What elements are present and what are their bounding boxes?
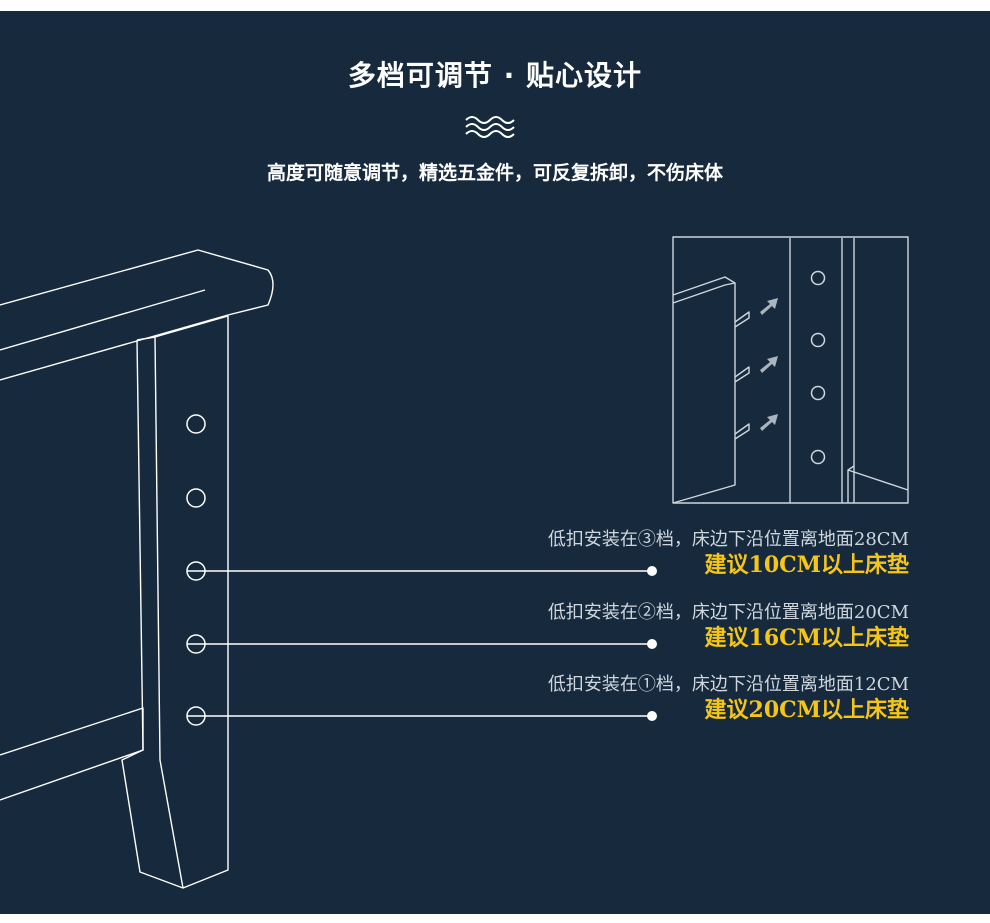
page-subtitle: 高度可随意调节，精选五金件，可反复拆卸，不伤床体 (266, 162, 723, 184)
height-note-3-detail: 低扣安装在③档，床边下沿位置离地面28CM (547, 529, 909, 550)
height-note-2-advice: 建议16CM以上床垫 (704, 625, 909, 651)
height-note-2: 低扣安装在②档，床边下沿位置离地面20CM 建议16CM以上床垫 (548, 602, 909, 652)
height-note-3: 低扣安装在③档，床边下沿位置离地面28CM 建议10CM以上床垫 (548, 529, 909, 579)
height-note-2-detail: 低扣安装在②档，床边下沿位置离地面20CM (547, 602, 909, 623)
height-note-1-advice: 建议20CM以上床垫 (704, 697, 909, 723)
height-note-3-advice: 建议10CM以上床垫 (704, 552, 909, 578)
background-panel (0, 11, 990, 914)
page-title: 多档可调节 · 贴心设计 (347, 59, 643, 92)
height-note-1: 低扣安装在①档，床边下沿位置离地面12CM 建议20CM以上床垫 (548, 674, 909, 724)
height-note-1-detail: 低扣安装在①档，床边下沿位置离地面12CM (547, 674, 909, 695)
wave-lines-icon (465, 116, 515, 138)
